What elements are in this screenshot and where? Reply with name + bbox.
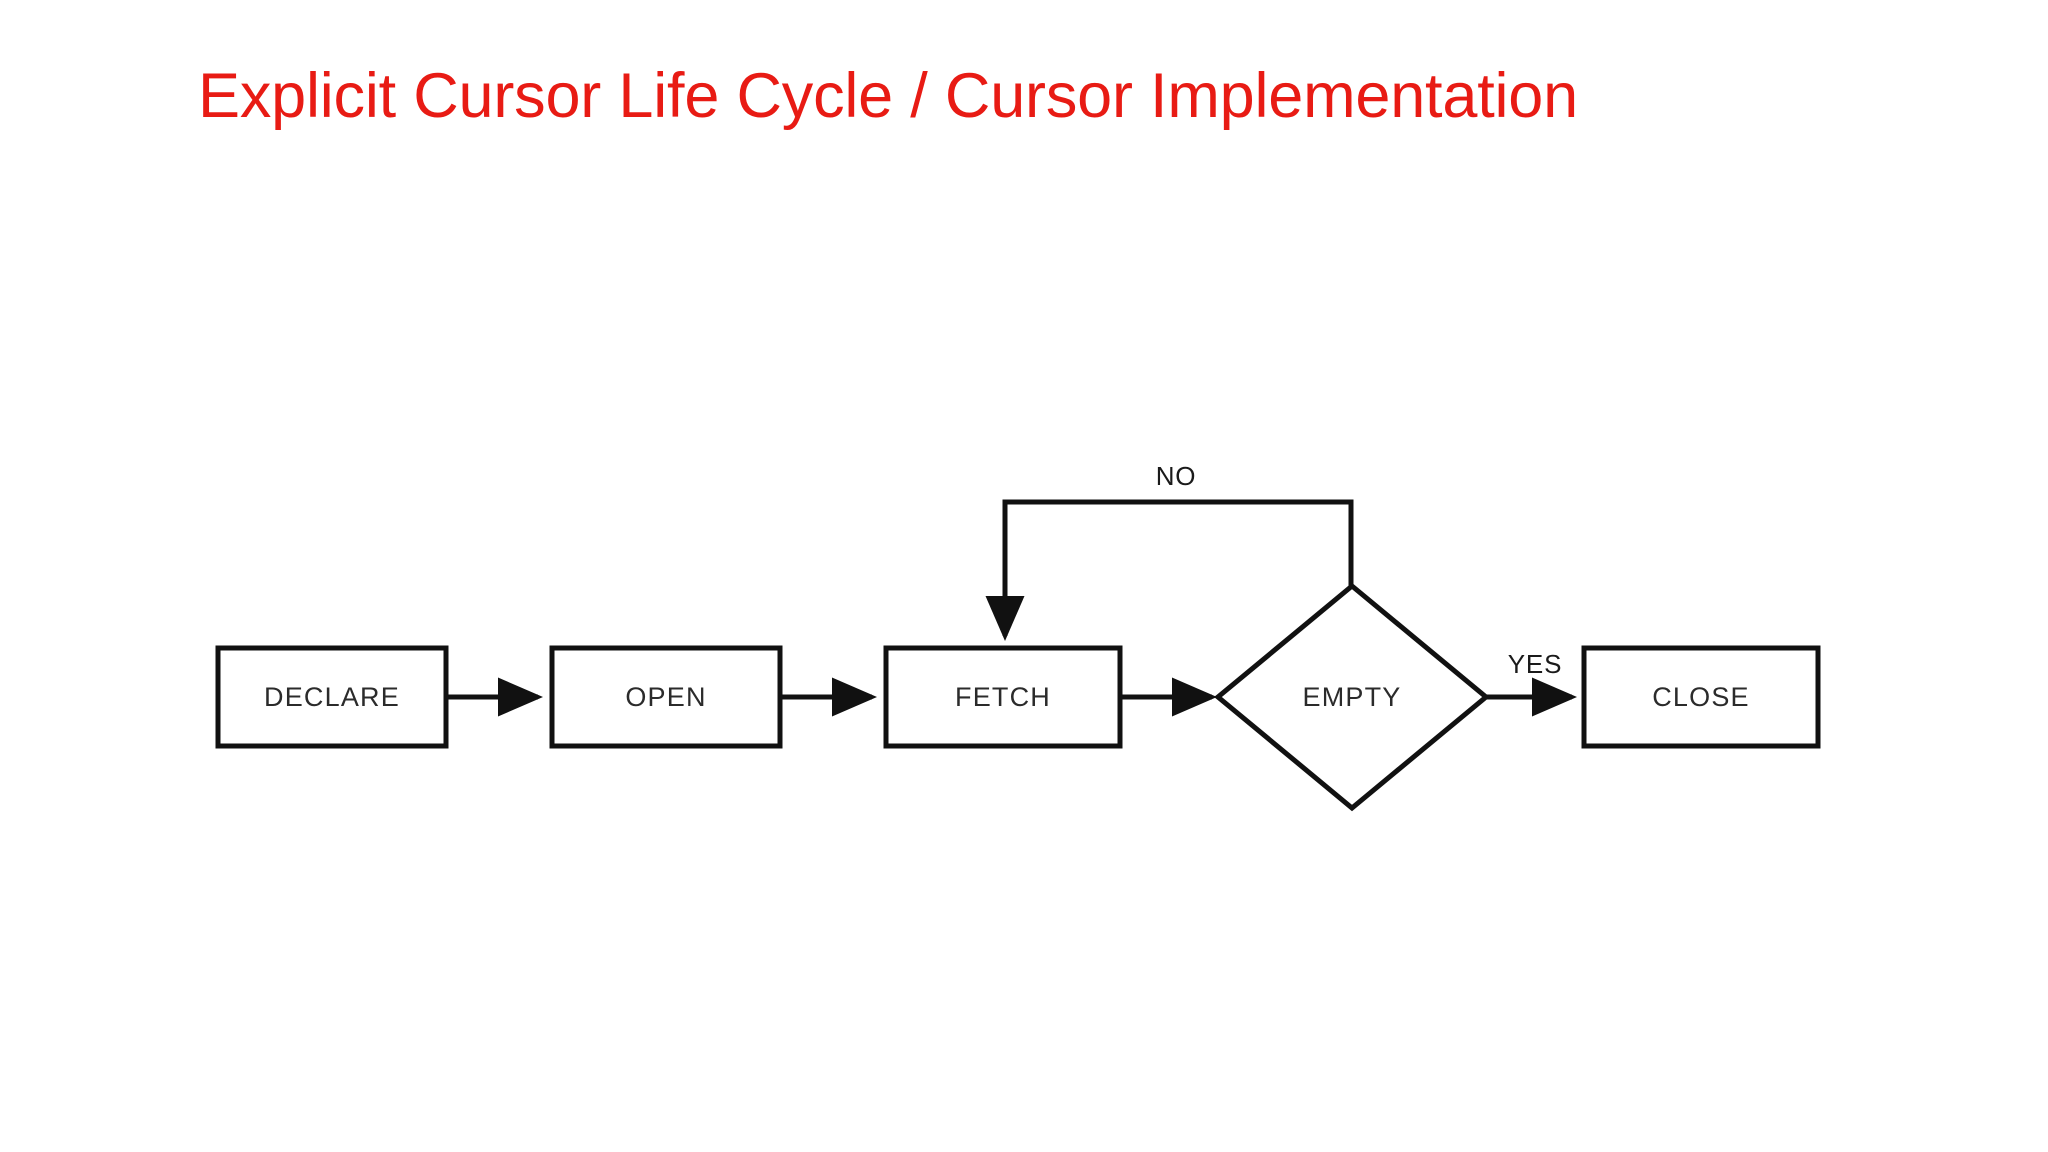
node-fetch-label: FETCH bbox=[955, 682, 1051, 712]
node-declare-label: DECLARE bbox=[264, 682, 400, 712]
node-close-shape[interactable] bbox=[1581, 645, 1821, 749]
node-empty-label: EMPTY bbox=[1302, 682, 1401, 712]
node-close[interactable]: CLOSE bbox=[1581, 645, 1821, 749]
page-title: Explicit Cursor Life Cycle / Cursor Impl… bbox=[198, 61, 1578, 131]
edge-empty-to-fetch-loop: NO bbox=[985, 461, 1354, 641]
node-declare-shape[interactable] bbox=[215, 645, 449, 749]
node-fetch[interactable]: FETCH bbox=[883, 645, 1123, 749]
edge-label-yes: YES bbox=[1508, 649, 1562, 679]
edge-empty-to-fetch-path bbox=[985, 499, 1354, 641]
node-open[interactable]: OPEN bbox=[549, 645, 783, 749]
node-declare[interactable]: DECLARE bbox=[215, 645, 449, 749]
node-empty[interactable]: EMPTY bbox=[1214, 582, 1490, 812]
node-fetch-shape[interactable] bbox=[883, 645, 1123, 749]
node-open-shape[interactable] bbox=[549, 645, 783, 749]
edge-empty-to-close: YES bbox=[1487, 649, 1577, 717]
edge-label-no: NO bbox=[1156, 461, 1197, 491]
node-open-label: OPEN bbox=[625, 682, 706, 712]
node-close-label: CLOSE bbox=[1652, 682, 1750, 712]
node-empty-shape[interactable] bbox=[1214, 582, 1490, 812]
